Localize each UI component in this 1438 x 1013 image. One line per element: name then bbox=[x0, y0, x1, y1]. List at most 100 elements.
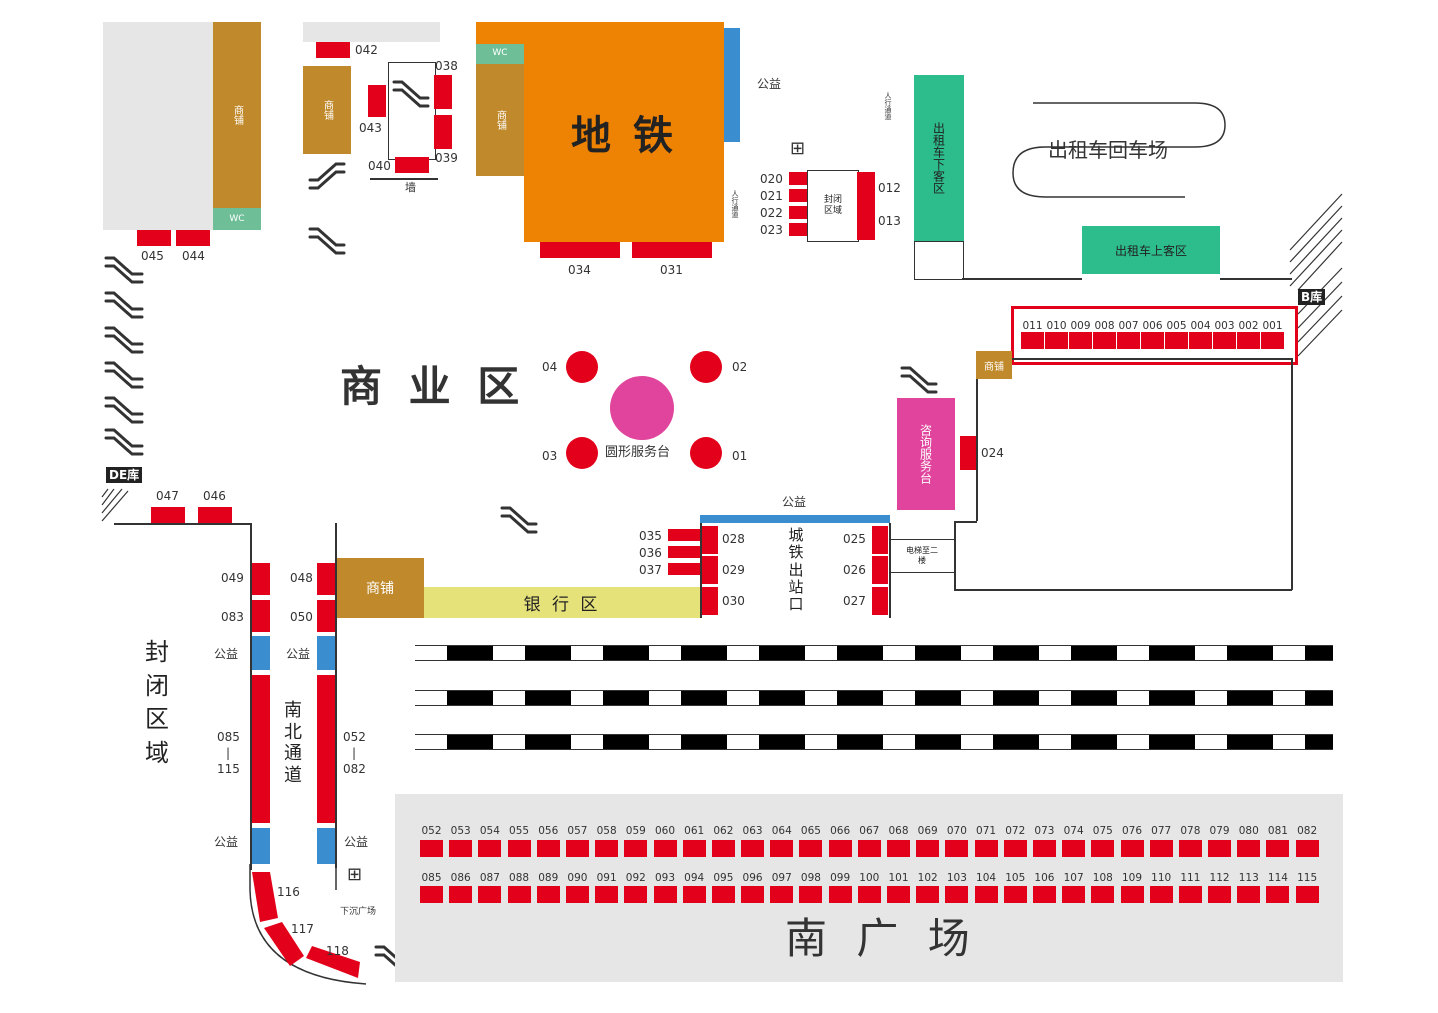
stall-099[interactable] bbox=[828, 886, 852, 903]
stall-111[interactable] bbox=[1178, 886, 1202, 903]
stall-024[interactable] bbox=[960, 436, 976, 470]
stall-052[interactable] bbox=[420, 840, 443, 857]
city-rail-exit[interactable]: 城铁出站口 bbox=[783, 526, 809, 612]
stall-062[interactable] bbox=[711, 840, 735, 857]
stall-002[interactable] bbox=[1237, 332, 1260, 349]
stall-044[interactable] bbox=[176, 230, 210, 246]
stall-072[interactable] bbox=[1003, 840, 1027, 857]
stall-005[interactable] bbox=[1165, 332, 1188, 349]
stall-045[interactable] bbox=[137, 230, 171, 246]
stall-069[interactable] bbox=[916, 840, 940, 857]
stall-029[interactable] bbox=[702, 556, 718, 584]
stall-106[interactable] bbox=[1032, 886, 1056, 903]
stall-011[interactable] bbox=[1021, 332, 1044, 349]
stall-012[interactable] bbox=[857, 172, 875, 206]
round-service-desk[interactable] bbox=[610, 376, 674, 440]
stall-04[interactable] bbox=[566, 351, 598, 383]
stall-095[interactable] bbox=[711, 886, 735, 903]
stall-042[interactable] bbox=[316, 42, 350, 58]
stall-006[interactable] bbox=[1141, 332, 1164, 349]
elevator-box[interactable]: 电梯至二楼 bbox=[890, 539, 954, 573]
stall-047[interactable] bbox=[151, 507, 185, 523]
stall-064[interactable] bbox=[770, 840, 794, 857]
stall-112[interactable] bbox=[1208, 886, 1232, 903]
stall-063[interactable] bbox=[741, 840, 765, 857]
stall-090[interactable] bbox=[565, 886, 589, 903]
stall-068[interactable] bbox=[887, 840, 910, 857]
stall-073[interactable] bbox=[1032, 840, 1056, 857]
stall-087[interactable] bbox=[478, 886, 502, 903]
stall-078[interactable] bbox=[1178, 840, 1202, 857]
stall-065[interactable] bbox=[799, 840, 823, 857]
stall-077[interactable] bbox=[1149, 840, 1173, 857]
stall-101[interactable] bbox=[887, 886, 910, 903]
stall-056[interactable] bbox=[536, 840, 560, 857]
stall-007[interactable] bbox=[1117, 332, 1140, 349]
stall-052-082[interactable] bbox=[317, 675, 335, 823]
stall-075[interactable] bbox=[1091, 840, 1115, 857]
stall-013[interactable] bbox=[857, 206, 875, 240]
stall-082[interactable] bbox=[1295, 840, 1319, 857]
stall-086[interactable] bbox=[449, 886, 473, 903]
stall-071[interactable] bbox=[974, 840, 998, 857]
stall-043[interactable] bbox=[368, 85, 386, 117]
stall-100[interactable] bbox=[857, 886, 881, 903]
stall-037[interactable] bbox=[668, 563, 700, 575]
stall-070[interactable] bbox=[945, 840, 969, 857]
stall-034[interactable] bbox=[540, 242, 620, 258]
stall-104[interactable] bbox=[974, 886, 998, 903]
stall-040[interactable] bbox=[395, 157, 429, 173]
stall-094[interactable] bbox=[682, 886, 706, 903]
stall-080[interactable] bbox=[1237, 840, 1261, 857]
stall-089[interactable] bbox=[536, 886, 560, 903]
stall-050[interactable] bbox=[317, 600, 335, 632]
stall-055[interactable] bbox=[507, 840, 531, 857]
stall-049[interactable] bbox=[252, 563, 270, 595]
stall-046[interactable] bbox=[198, 507, 232, 523]
stall-054[interactable] bbox=[478, 840, 502, 857]
stall-021[interactable] bbox=[789, 189, 807, 202]
stall-001[interactable] bbox=[1261, 332, 1284, 349]
stall-093[interactable] bbox=[653, 886, 677, 903]
stall-027[interactable] bbox=[872, 587, 888, 615]
stall-03[interactable] bbox=[566, 437, 598, 469]
info-service-desk[interactable]: 咨询服务台 bbox=[897, 398, 955, 510]
stall-028[interactable] bbox=[702, 526, 718, 554]
stall-057[interactable] bbox=[565, 840, 589, 857]
stall-105[interactable] bbox=[1003, 886, 1027, 903]
stall-053[interactable] bbox=[449, 840, 473, 857]
stall-098[interactable] bbox=[799, 886, 823, 903]
stall-020[interactable] bbox=[789, 172, 807, 185]
stall-003[interactable] bbox=[1213, 332, 1236, 349]
stall-009[interactable] bbox=[1069, 332, 1092, 349]
stall-004[interactable] bbox=[1189, 332, 1212, 349]
stall-058[interactable] bbox=[595, 840, 619, 857]
stall-038[interactable] bbox=[434, 75, 452, 109]
stall-059[interactable] bbox=[624, 840, 648, 857]
taxi-dropoff-zone[interactable]: 出租车下客区 bbox=[914, 75, 964, 241]
stall-103[interactable] bbox=[945, 886, 969, 903]
stall-097[interactable] bbox=[770, 886, 794, 903]
stall-010[interactable] bbox=[1045, 332, 1068, 349]
stall-035[interactable] bbox=[668, 529, 700, 541]
stall-107[interactable] bbox=[1062, 886, 1086, 903]
stall-088[interactable] bbox=[507, 886, 531, 903]
stall-085-115[interactable] bbox=[252, 675, 270, 823]
taxi-pickup-zone[interactable]: 出租车上客区 bbox=[1082, 226, 1220, 274]
stall-076[interactable] bbox=[1120, 840, 1144, 857]
stall-026[interactable] bbox=[872, 556, 888, 584]
stall-102[interactable] bbox=[916, 886, 940, 903]
stall-031[interactable] bbox=[632, 242, 712, 258]
stall-036[interactable] bbox=[668, 546, 700, 558]
stall-092[interactable] bbox=[624, 886, 648, 903]
stall-02[interactable] bbox=[690, 351, 722, 383]
stall-048[interactable] bbox=[317, 563, 335, 595]
metro-area[interactable]: 地 铁 bbox=[524, 22, 724, 242]
stall-067[interactable] bbox=[857, 840, 881, 857]
stall-039-upper[interactable] bbox=[434, 115, 452, 149]
stall-115[interactable] bbox=[1295, 886, 1319, 903]
stall-108[interactable] bbox=[1091, 886, 1115, 903]
stall-074[interactable] bbox=[1062, 840, 1086, 857]
stall-091[interactable] bbox=[595, 886, 619, 903]
stall-030[interactable] bbox=[702, 587, 718, 615]
